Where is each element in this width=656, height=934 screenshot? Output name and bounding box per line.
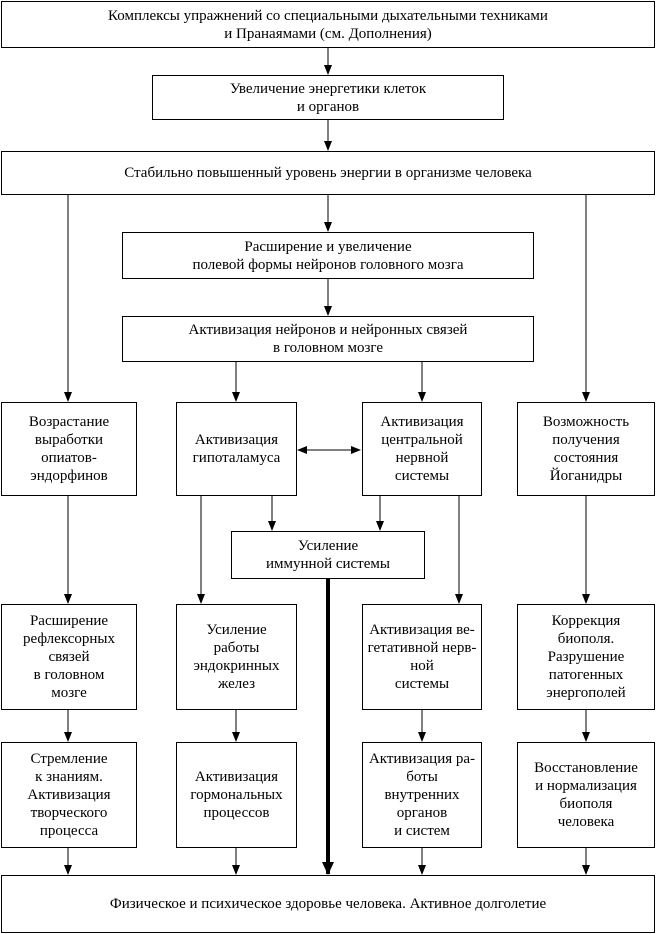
node-cns-label: Активизация центральной нервной системы — [380, 414, 464, 484]
node-complexes: Комплексы упражнений со специальными дых… — [1, 1, 655, 48]
node-energy-level-label: Стабильно повышенный уровень энергии в о… — [124, 165, 532, 181]
node-endocrine-label: Усиление работы эндокринных желез — [193, 622, 280, 692]
node-hypothalamus: Активизация гипоталамуса — [176, 402, 297, 496]
node-neuron-activation: Активизация нейронов и нейронных связей … — [122, 316, 534, 362]
node-hormonal-label: Активизация гормональных процессов — [190, 769, 283, 821]
node-yoganidra-label: Возможность получения состояния Йоганидр… — [542, 414, 630, 484]
node-health-label: Физическое и психическое здоровье челове… — [109, 896, 547, 912]
node-organs: Активизация ра- боты внутренних органов … — [362, 742, 482, 848]
node-immune-label: Усиление иммунной системы — [266, 538, 390, 572]
node-reflex-label: Расширение рефлексорных связей в головно… — [22, 613, 115, 701]
node-endocrine: Усиление работы эндокринных желез — [176, 604, 297, 710]
node-biofield-correction: Коррекция биополя. Разрушение патогенных… — [517, 604, 655, 710]
node-knowledge: Стремление к знаниям. Активизация творче… — [1, 742, 137, 848]
node-health: Физическое и психическое здоровье челове… — [1, 875, 655, 933]
node-hypothalamus-label: Активизация гипоталамуса — [192, 432, 281, 466]
node-energetics-label: Увеличение энергетики клеток и органов — [229, 80, 427, 115]
node-energetics: Увеличение энергетики клеток и органов — [152, 75, 504, 120]
node-energy-level: Стабильно повышенный уровень энергии в о… — [1, 151, 655, 195]
node-vegetative-label: Активизация ве- гетативной нерв- ной сис… — [367, 622, 477, 692]
node-field-form: Расширение и увеличение полевой формы не… — [122, 232, 534, 279]
node-vegetative: Активизация ве- гетативной нерв- ной сис… — [362, 604, 482, 710]
node-field-form-label: Расширение и увеличение полевой формы не… — [192, 238, 464, 273]
node-biofield-correction-label: Коррекция биополя. Разрушение патогенных… — [546, 613, 626, 701]
node-immune: Усиление иммунной системы — [231, 531, 425, 579]
node-cns: Активизация центральной нервной системы — [362, 402, 482, 496]
node-organs-label: Активизация ра- боты внутренних органов … — [368, 751, 476, 839]
node-complexes-label: Комплексы упражнений со специальными дых… — [108, 7, 548, 42]
node-opiates: Возрастание выработки опиатов- эндорфино… — [1, 402, 137, 496]
node-yoganidra: Возможность получения состояния Йоганидр… — [517, 402, 655, 496]
node-reflex: Расширение рефлексорных связей в головно… — [1, 604, 137, 710]
node-biofield-restore-label: Восстановление и нормализация биополя че… — [534, 760, 638, 830]
node-knowledge-label: Стремление к знаниям. Активизация творче… — [27, 751, 111, 839]
node-hormonal: Активизация гормональных процессов — [176, 742, 297, 848]
node-biofield-restore: Восстановление и нормализация биополя че… — [517, 742, 655, 848]
node-opiates-label: Возрастание выработки опиатов- эндорфино… — [28, 414, 110, 484]
node-neuron-activation-label: Активизация нейронов и нейронных связей … — [188, 322, 468, 356]
